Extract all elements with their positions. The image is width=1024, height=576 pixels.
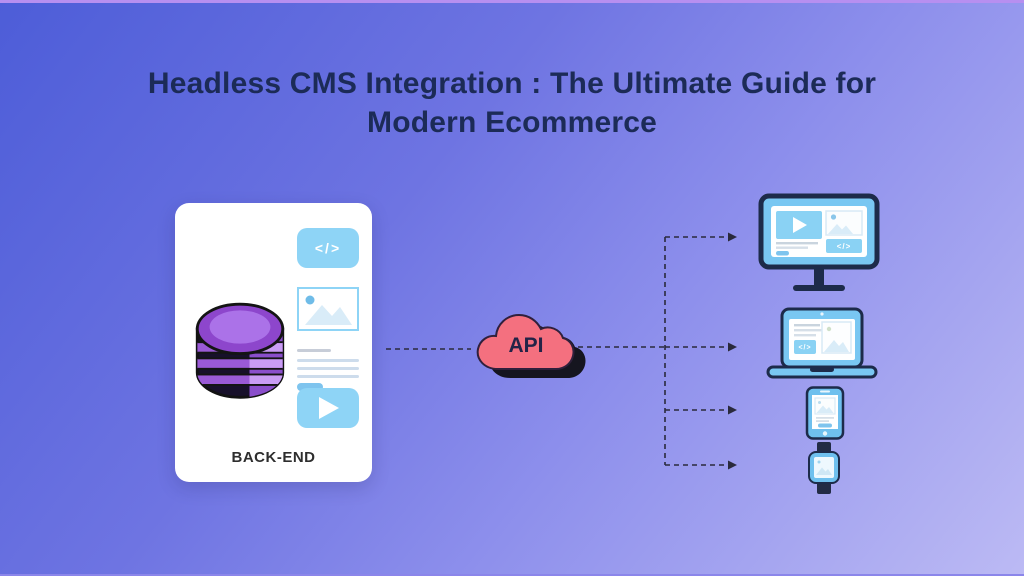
text-line xyxy=(297,367,359,370)
database-icon xyxy=(195,302,285,399)
arrowheads xyxy=(728,232,737,470)
code-tile xyxy=(826,239,862,253)
image-placeholder-icon xyxy=(297,287,359,331)
smartphone-icon xyxy=(805,386,845,440)
video-block-icon xyxy=(297,388,359,428)
code-glyph: </> xyxy=(837,242,852,251)
code-glyph: </> xyxy=(314,240,342,256)
play-icon xyxy=(319,397,339,419)
page-title: Headless CMS Integration : The Ultimate … xyxy=(147,67,877,139)
bottom-border-strip xyxy=(0,574,1024,576)
api-label: API xyxy=(508,334,543,357)
monitor-stand xyxy=(814,267,824,285)
watch-strap-bottom xyxy=(817,481,831,494)
home-button xyxy=(822,431,828,436)
desktop-monitor-icon: </> xyxy=(758,193,880,291)
image-dot xyxy=(305,295,315,305)
code-block-icon: </> xyxy=(297,228,359,268)
laptop-icon: </> xyxy=(766,307,878,379)
text-line xyxy=(297,375,359,378)
button-pill xyxy=(818,423,832,428)
text-line xyxy=(297,349,331,352)
cloud-shape xyxy=(476,313,575,370)
camera-dot xyxy=(820,312,824,316)
speaker xyxy=(820,390,830,393)
code-button xyxy=(794,340,816,354)
text-line xyxy=(297,359,359,362)
top-border-strip xyxy=(0,0,1024,3)
monitor-base xyxy=(793,285,845,291)
image-mountains xyxy=(305,305,352,325)
smartwatch-icon xyxy=(808,442,840,494)
text-lines xyxy=(297,349,359,391)
api-cloud: API xyxy=(474,303,588,391)
code-glyph: </> xyxy=(798,345,811,352)
backend-label: BACK-END xyxy=(231,449,316,466)
play-icon xyxy=(793,217,807,233)
button-pill xyxy=(297,383,323,391)
backend-card: </> BACK-END xyxy=(175,203,372,482)
